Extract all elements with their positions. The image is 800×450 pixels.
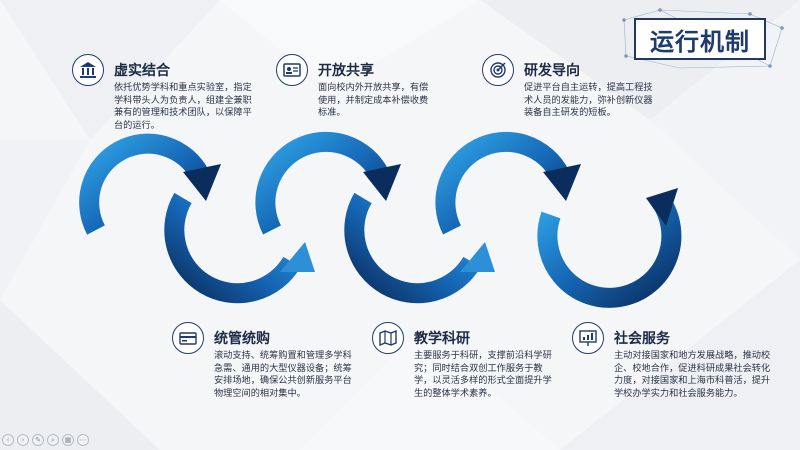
item-desc: 主动对接国家和地方发展战略，推动校企、校地合作，促进科研成果社会转化力度，对接国… [614, 350, 771, 399]
slides-grid-icon[interactable]: ▦ [62, 434, 74, 446]
pen-icon[interactable]: ✎ [32, 434, 44, 446]
slideshow-toolbar: ‹ › ✎ ⌕ ▦ ⋯ [2, 434, 89, 446]
prev-slide-icon[interactable]: ‹ [2, 434, 14, 446]
item-desc: 主要服务于科研，支撑前沿科学研究；同时结合双创工作服务于教学，以灵活多样的形式全… [414, 350, 552, 399]
item-heading: 统管统购 [214, 331, 270, 347]
map-icon [372, 322, 404, 354]
item-desc: 面向校内外开放共享，有偿使用，并制定成本补偿收费标准。 [318, 82, 429, 118]
item-heading: 教学科研 [414, 331, 470, 347]
bank-icon [72, 54, 104, 86]
arrow-4 [344, 192, 495, 304]
presentation-icon [572, 322, 604, 354]
page-title: 运行机制 [650, 27, 750, 56]
arrow-2 [164, 192, 315, 304]
arrow-1 [79, 133, 221, 235]
next-slide-icon[interactable]: › [17, 434, 29, 446]
item-heading: 研发导向 [524, 63, 580, 79]
item-heading: 社会服务 [614, 331, 670, 347]
item-desc: 促进平台自主运转，提高工程技术人员的发能力，弥补创新仪器装备自主研发的短板。 [524, 82, 653, 118]
arrow-5 [435, 131, 581, 235]
item-heading: 开放共享 [318, 63, 374, 79]
credit-card-icon [172, 322, 204, 354]
arrow-3 [255, 131, 401, 235]
more-options-icon[interactable]: ⋯ [77, 434, 89, 446]
item-desc: 滚动支持、统筹购置和管理多学科急需、通用的大型仪器设备；统筹安排场地，确保公共创… [214, 350, 352, 399]
id-card-icon [276, 54, 308, 86]
zoom-icon[interactable]: ⌕ [47, 434, 59, 446]
title-decoration [622, 8, 784, 69]
page-title-box: 运行机制 [634, 18, 766, 60]
target-icon [482, 54, 514, 86]
arrow-6 [537, 188, 682, 308]
item-heading: 虚实结合 [114, 63, 170, 79]
item-desc: 依托优势学科和重点实验室，指定学科带头人为负责人，组建全兼职兼有的管理和技术团队… [114, 82, 252, 131]
